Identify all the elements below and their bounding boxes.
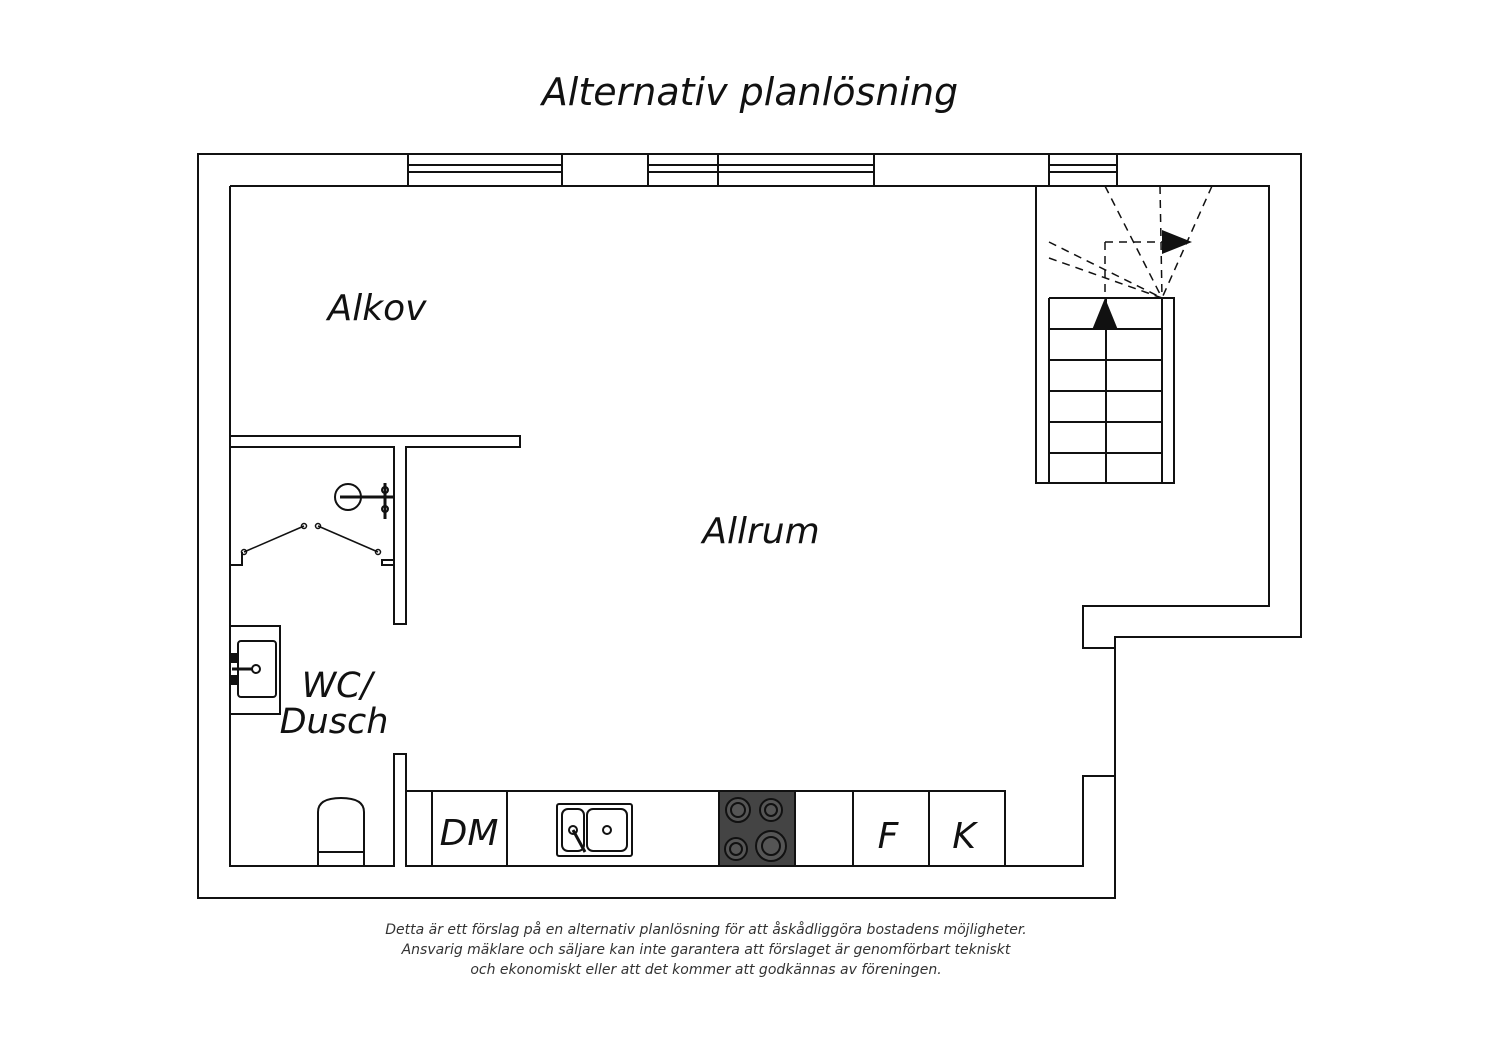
appliance-label-freezer: K — [952, 816, 978, 857]
stair-arrow-up-icon — [1092, 298, 1118, 330]
outer-wall — [197, 153, 1302, 899]
toilet-icon — [317, 796, 365, 867]
plan-title: Alternativ planlösning — [541, 70, 959, 114]
shower-doors — [240, 522, 382, 556]
window-2 — [647, 153, 875, 187]
kitchen-sink-icon — [556, 803, 633, 857]
disclaimer-line-1: Detta är ett förslag på en alternativ pl… — [385, 922, 1027, 938]
room-label-wc-line1: WC/ — [302, 666, 376, 706]
room-label-alkov: Alkov — [326, 288, 428, 329]
shower-wall — [230, 552, 394, 566]
window-1 — [407, 153, 563, 187]
alcove-wall — [230, 435, 521, 625]
disclaimer: Detta är ett förslag på en alternativ pl… — [0, 920, 1412, 980]
stair-arrow-right-icon — [1162, 230, 1192, 254]
room-label-wc-line2: Dusch — [280, 702, 389, 742]
stove-icon — [718, 790, 796, 867]
appliance-label-dishwasher: DM — [440, 813, 499, 854]
disclaimer-line-2: Ansvarig mäklare och säljare kan inte ga… — [401, 942, 1011, 958]
room-label-allrum: Allrum — [700, 511, 819, 552]
kitchen-counter — [405, 790, 1006, 867]
appliance-label-fridge: F — [878, 816, 900, 857]
washbasin-icon — [229, 625, 281, 715]
disclaimer-line-3: och ekonomiskt eller att det kommer att … — [470, 962, 942, 978]
shower-fixture-icon — [334, 483, 394, 519]
stair-wall — [1035, 186, 1175, 484]
window-3 — [1048, 153, 1118, 187]
